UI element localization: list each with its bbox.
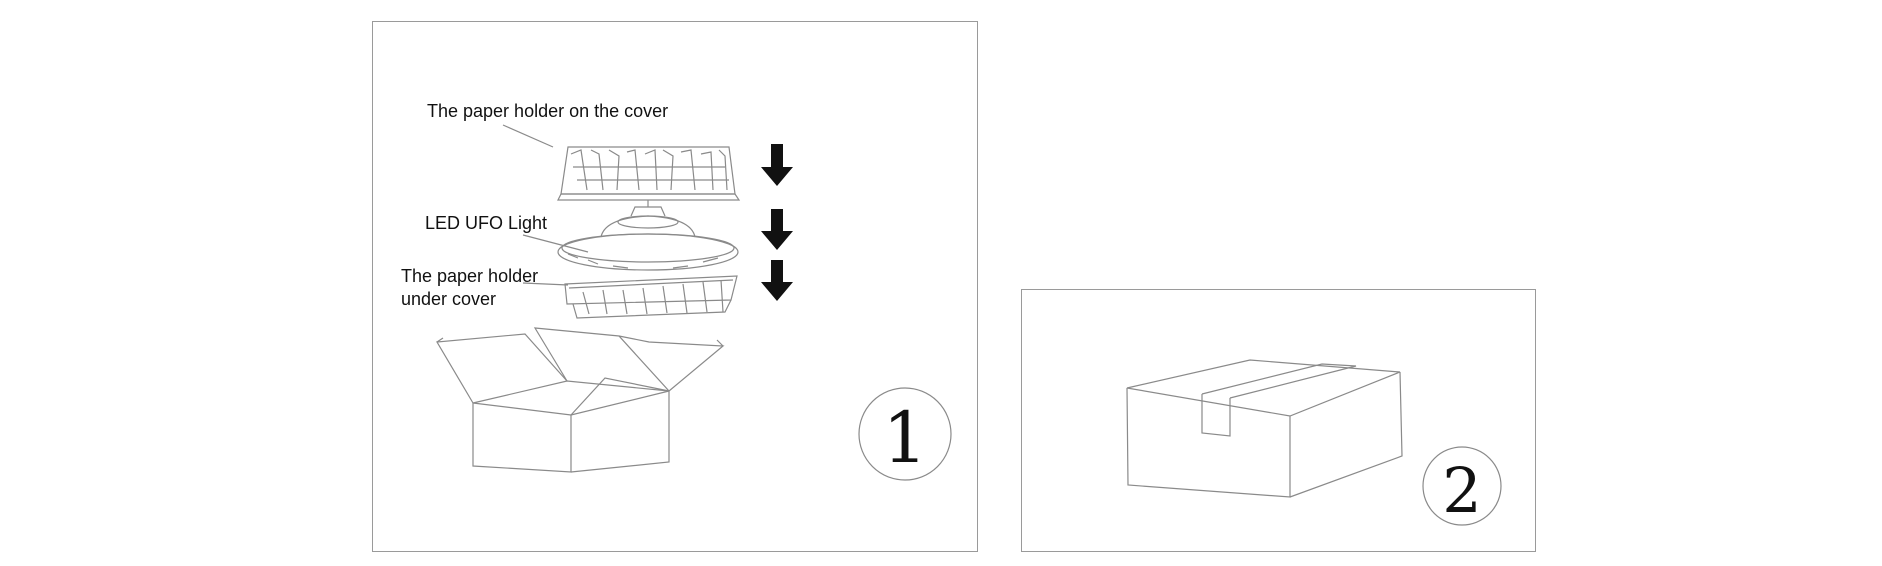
down-arrow-icon <box>761 260 793 301</box>
down-arrow-icon <box>761 144 793 186</box>
step-2-panel: 2 <box>1021 289 1536 552</box>
closed-taped-box <box>1126 359 1403 498</box>
down-arrow-icon <box>761 209 793 250</box>
open-carton-box <box>436 327 725 473</box>
top-holder-leader-line <box>502 124 554 148</box>
top-holder-label: The paper holder on the cover <box>427 101 669 121</box>
step-1-panel: The paper holder on the cover LED UFO Li… <box>372 21 978 552</box>
step-1-number-badge: 1 <box>858 387 952 481</box>
step-2-number-badge: 2 <box>1422 446 1502 527</box>
step-2-number: 2 <box>1442 454 1481 527</box>
bottom-holder-label-line1: The paper holder <box>401 266 539 286</box>
bottom-paper-holder <box>564 275 738 319</box>
step-1-illustration: 1 <box>436 124 952 481</box>
step-1-number: 1 <box>883 397 928 479</box>
led-ufo-light <box>557 200 739 271</box>
step-2-illustration: 2 <box>1126 359 1502 527</box>
top-paper-holder <box>557 146 741 201</box>
ufo-light-leader-line <box>522 234 589 253</box>
bottom-holder-label-line2: under cover <box>401 289 497 309</box>
ufo-light-label: LED UFO Light <box>425 213 548 233</box>
bottom-holder-leader-line <box>522 282 569 286</box>
